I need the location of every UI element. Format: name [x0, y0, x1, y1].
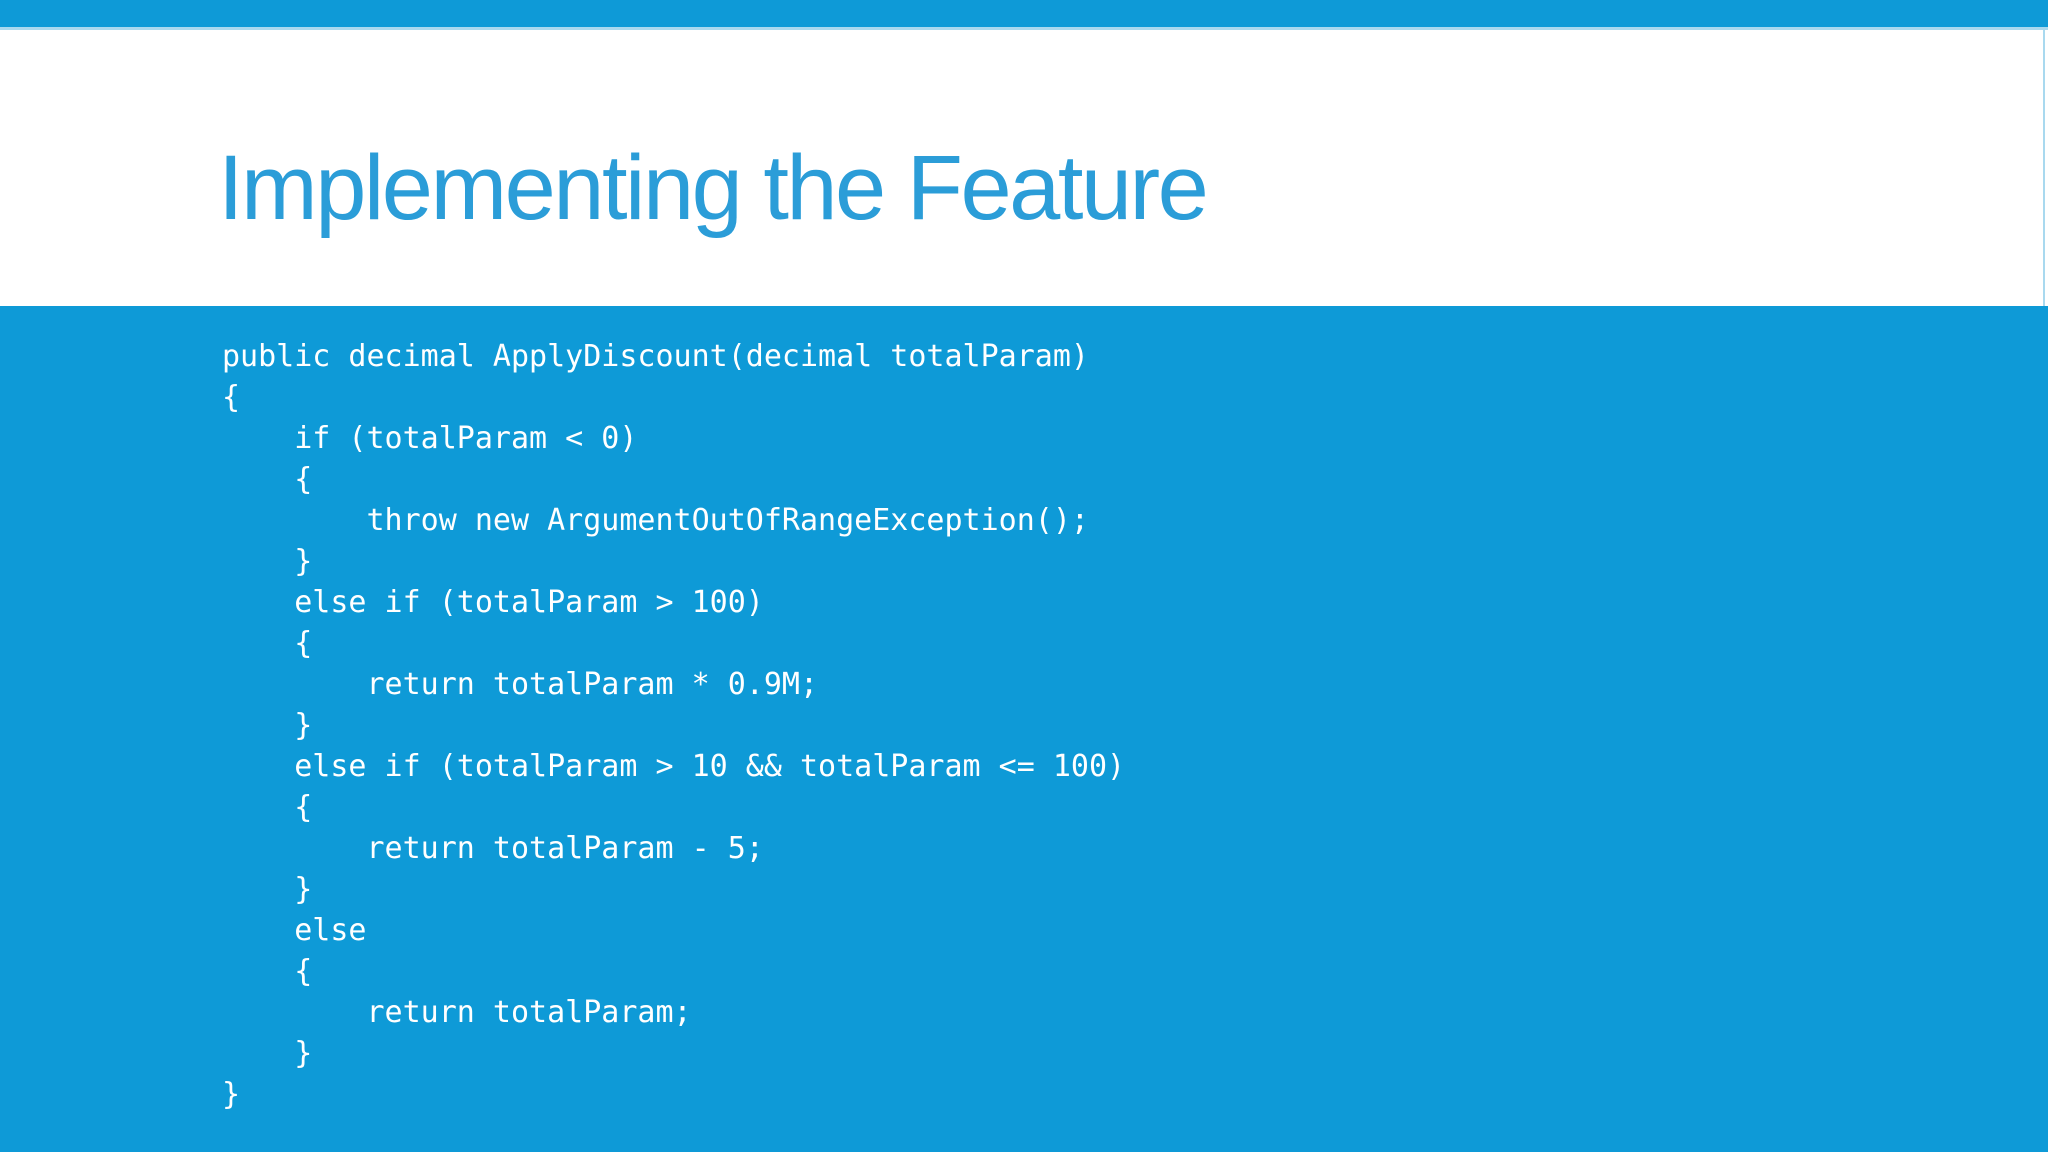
code-body-area: public decimal ApplyDiscount(decimal tot… — [0, 306, 2048, 1152]
title-band-right-line — [2043, 30, 2045, 306]
top-accent-bar — [0, 0, 2048, 27]
title-band: Implementing the Feature — [0, 27, 2048, 306]
code-block: public decimal ApplyDiscount(decimal tot… — [222, 339, 1126, 1112]
slide-title: Implementing the Feature — [218, 137, 1209, 239]
